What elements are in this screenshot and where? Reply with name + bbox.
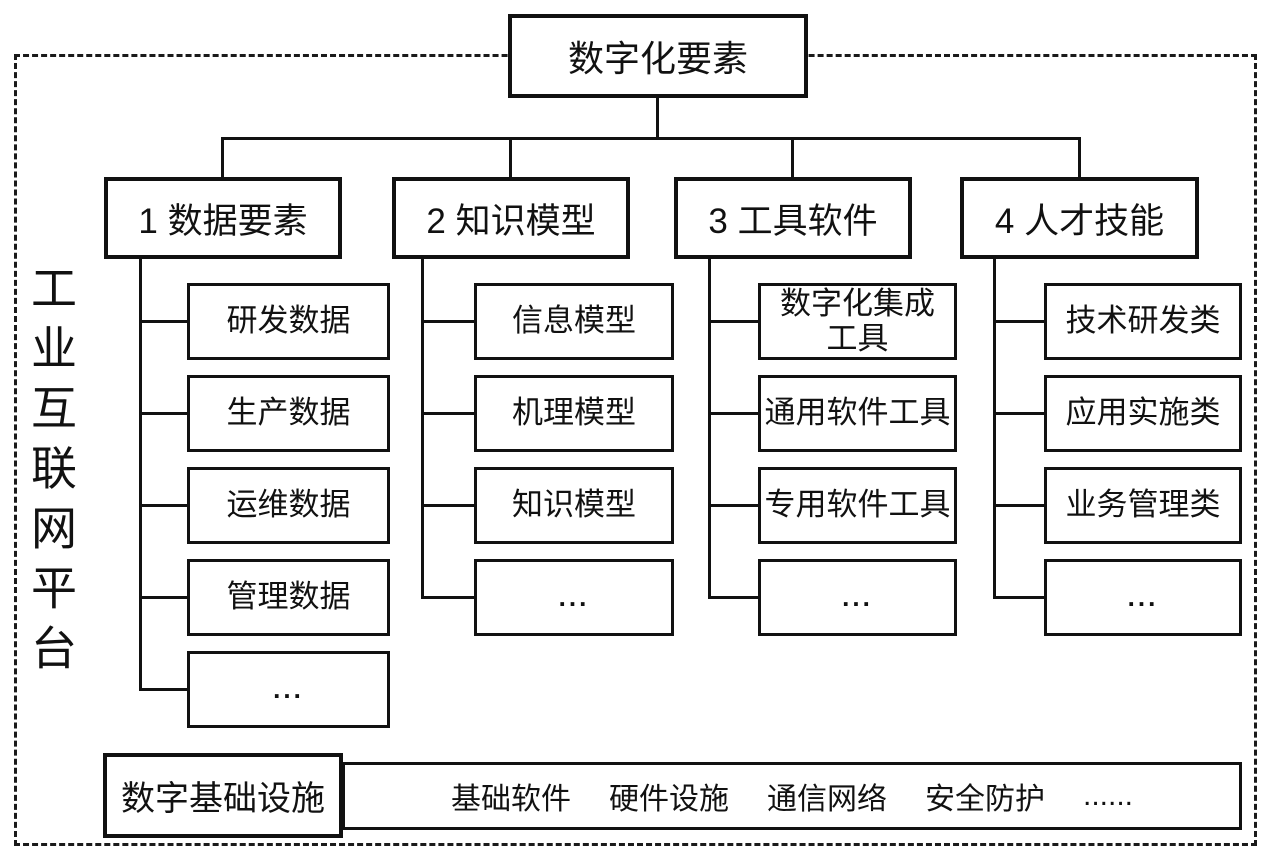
- child-node-model-ellipsis: ...: [474, 559, 674, 636]
- connector-drop-branch-3: [791, 137, 794, 177]
- connector-stub-2-2: [421, 412, 474, 415]
- connector-stub-3-3: [708, 504, 758, 507]
- infrastructure-item-security-protection: 安全防护: [924, 783, 1045, 816]
- connector-stub-4-2: [993, 412, 1044, 415]
- connector-stub-2-3: [421, 504, 474, 507]
- child-node-information-model: 信息模型: [474, 283, 674, 360]
- infrastructure-bar: 基础软件 硬件设施 通信网络 安全防护 ......: [342, 762, 1242, 830]
- connector-stub-2-1: [421, 320, 474, 323]
- connector-stub-1-5: [139, 688, 187, 691]
- child-node-skills-ellipsis: ...: [1044, 559, 1242, 636]
- child-node-mechanism-model: 机理模型: [474, 375, 674, 452]
- connector-stub-3-2: [708, 412, 758, 415]
- child-node-production-data: 生产数据: [187, 375, 390, 452]
- branch-node-data-elements: 1 数据要素: [104, 177, 342, 259]
- connector-stub-1-1: [139, 320, 187, 323]
- child-node-special-software-tools: 专用软件工具: [758, 467, 957, 544]
- connector-stub-4-3: [993, 504, 1044, 507]
- child-node-digital-integration-tools: 数字化集成 工具: [758, 283, 957, 360]
- child-node-general-software-tools: 通用软件工具: [758, 375, 957, 452]
- branch-node-knowledge-models: 2 知识模型: [392, 177, 630, 259]
- branch-node-talent-skills: 4 人才技能: [960, 177, 1199, 259]
- connector-root-riser: [656, 98, 659, 138]
- child-node-tools-ellipsis: ...: [758, 559, 957, 636]
- infrastructure-item-communication-network: 通信网络: [766, 783, 887, 816]
- connector-trunk-4: [993, 259, 996, 599]
- child-node-application-class: 应用实施类: [1044, 375, 1242, 452]
- child-node-om-data: 运维数据: [187, 467, 390, 544]
- connector-drop-branch-1: [221, 137, 224, 177]
- child-node-knowledge-model: 知识模型: [474, 467, 674, 544]
- connector-top-rail: [221, 137, 1081, 140]
- connector-stub-4-1: [993, 320, 1044, 323]
- infrastructure-label-box: 数字基础设施: [103, 753, 343, 838]
- connector-drop-branch-2: [509, 137, 512, 177]
- infrastructure-item-basic-software: 基础软件: [450, 783, 571, 816]
- child-node-management-data: 管理数据: [187, 559, 390, 636]
- branch-node-tool-software: 3 工具软件: [674, 177, 912, 259]
- root-node-digital-elements: 数字化要素: [508, 14, 808, 98]
- connector-stub-2-4: [421, 596, 474, 599]
- platform-vertical-label: 工业互联网平台: [25, 264, 77, 684]
- infrastructure-item-hardware-facilities: 硬件设施: [608, 783, 729, 816]
- connector-trunk-3: [708, 259, 711, 599]
- connector-trunk-2: [421, 259, 424, 599]
- connector-stub-3-1: [708, 320, 758, 323]
- connector-stub-4-4: [993, 596, 1044, 599]
- child-node-tech-rd-class: 技术研发类: [1044, 283, 1242, 360]
- connector-trunk-1: [139, 259, 142, 691]
- child-node-data-ellipsis: ...: [187, 651, 390, 728]
- connector-drop-branch-4: [1078, 137, 1081, 177]
- child-node-business-mgmt-class: 业务管理类: [1044, 467, 1242, 544]
- connector-stub-1-3: [139, 504, 187, 507]
- connector-stub-1-4: [139, 596, 187, 599]
- connector-stub-1-2: [139, 412, 187, 415]
- child-node-rd-data: 研发数据: [187, 283, 390, 360]
- connector-stub-3-4: [708, 596, 758, 599]
- infrastructure-item-ellipsis: ......: [1082, 779, 1133, 812]
